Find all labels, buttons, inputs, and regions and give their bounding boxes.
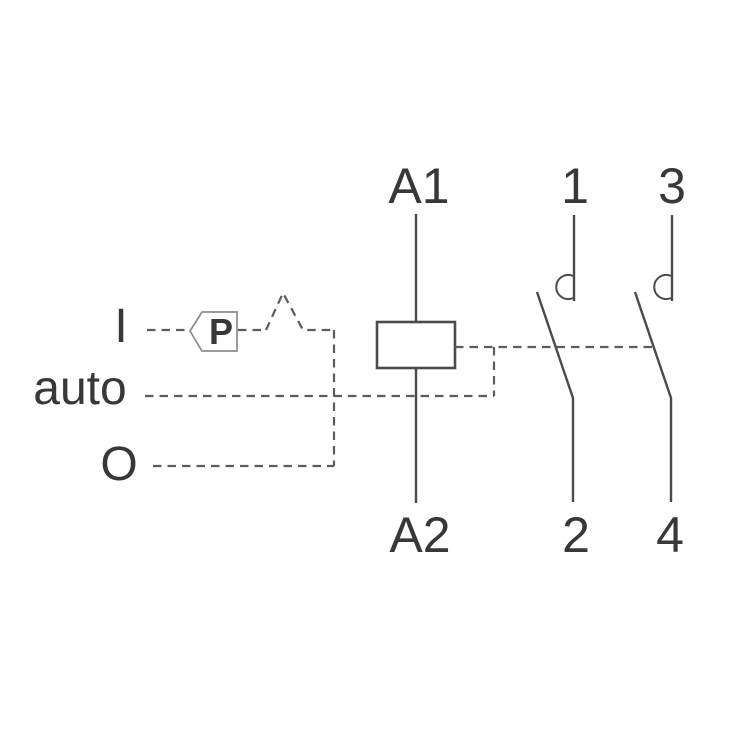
pole1-contact-arc-icon [555,274,574,300]
terminal-label-2: 2 [562,507,590,563]
pole2-moving-contact-blade [633,291,673,502]
pushbutton-label: P [209,311,233,352]
pole2-contact-arc-icon [653,274,672,300]
terminal-label-3: 3 [658,158,686,214]
main-pole-1: 1 2 [535,158,590,563]
pole1-moving-contact-blade [535,291,575,502]
main-pole-2: 3 4 [633,158,686,563]
position-label-auto: auto [33,362,126,415]
position-label-off: O [100,438,137,491]
position-label-on: I [114,300,127,353]
terminal-label-4: 4 [656,507,684,563]
pushbutton-flag-icon [189,311,238,352]
terminal-label-a1: A1 [388,158,449,214]
latch-peak-dashed-icon [265,290,334,332]
terminal-label-a2: A2 [389,507,450,563]
manual-control: I auto O P [33,290,334,491]
terminal-label-1: 1 [561,158,589,214]
mechanical-linkage [145,330,652,468]
coil-branch: A1 A2 [375,158,457,563]
coil-symbol [375,320,457,370]
